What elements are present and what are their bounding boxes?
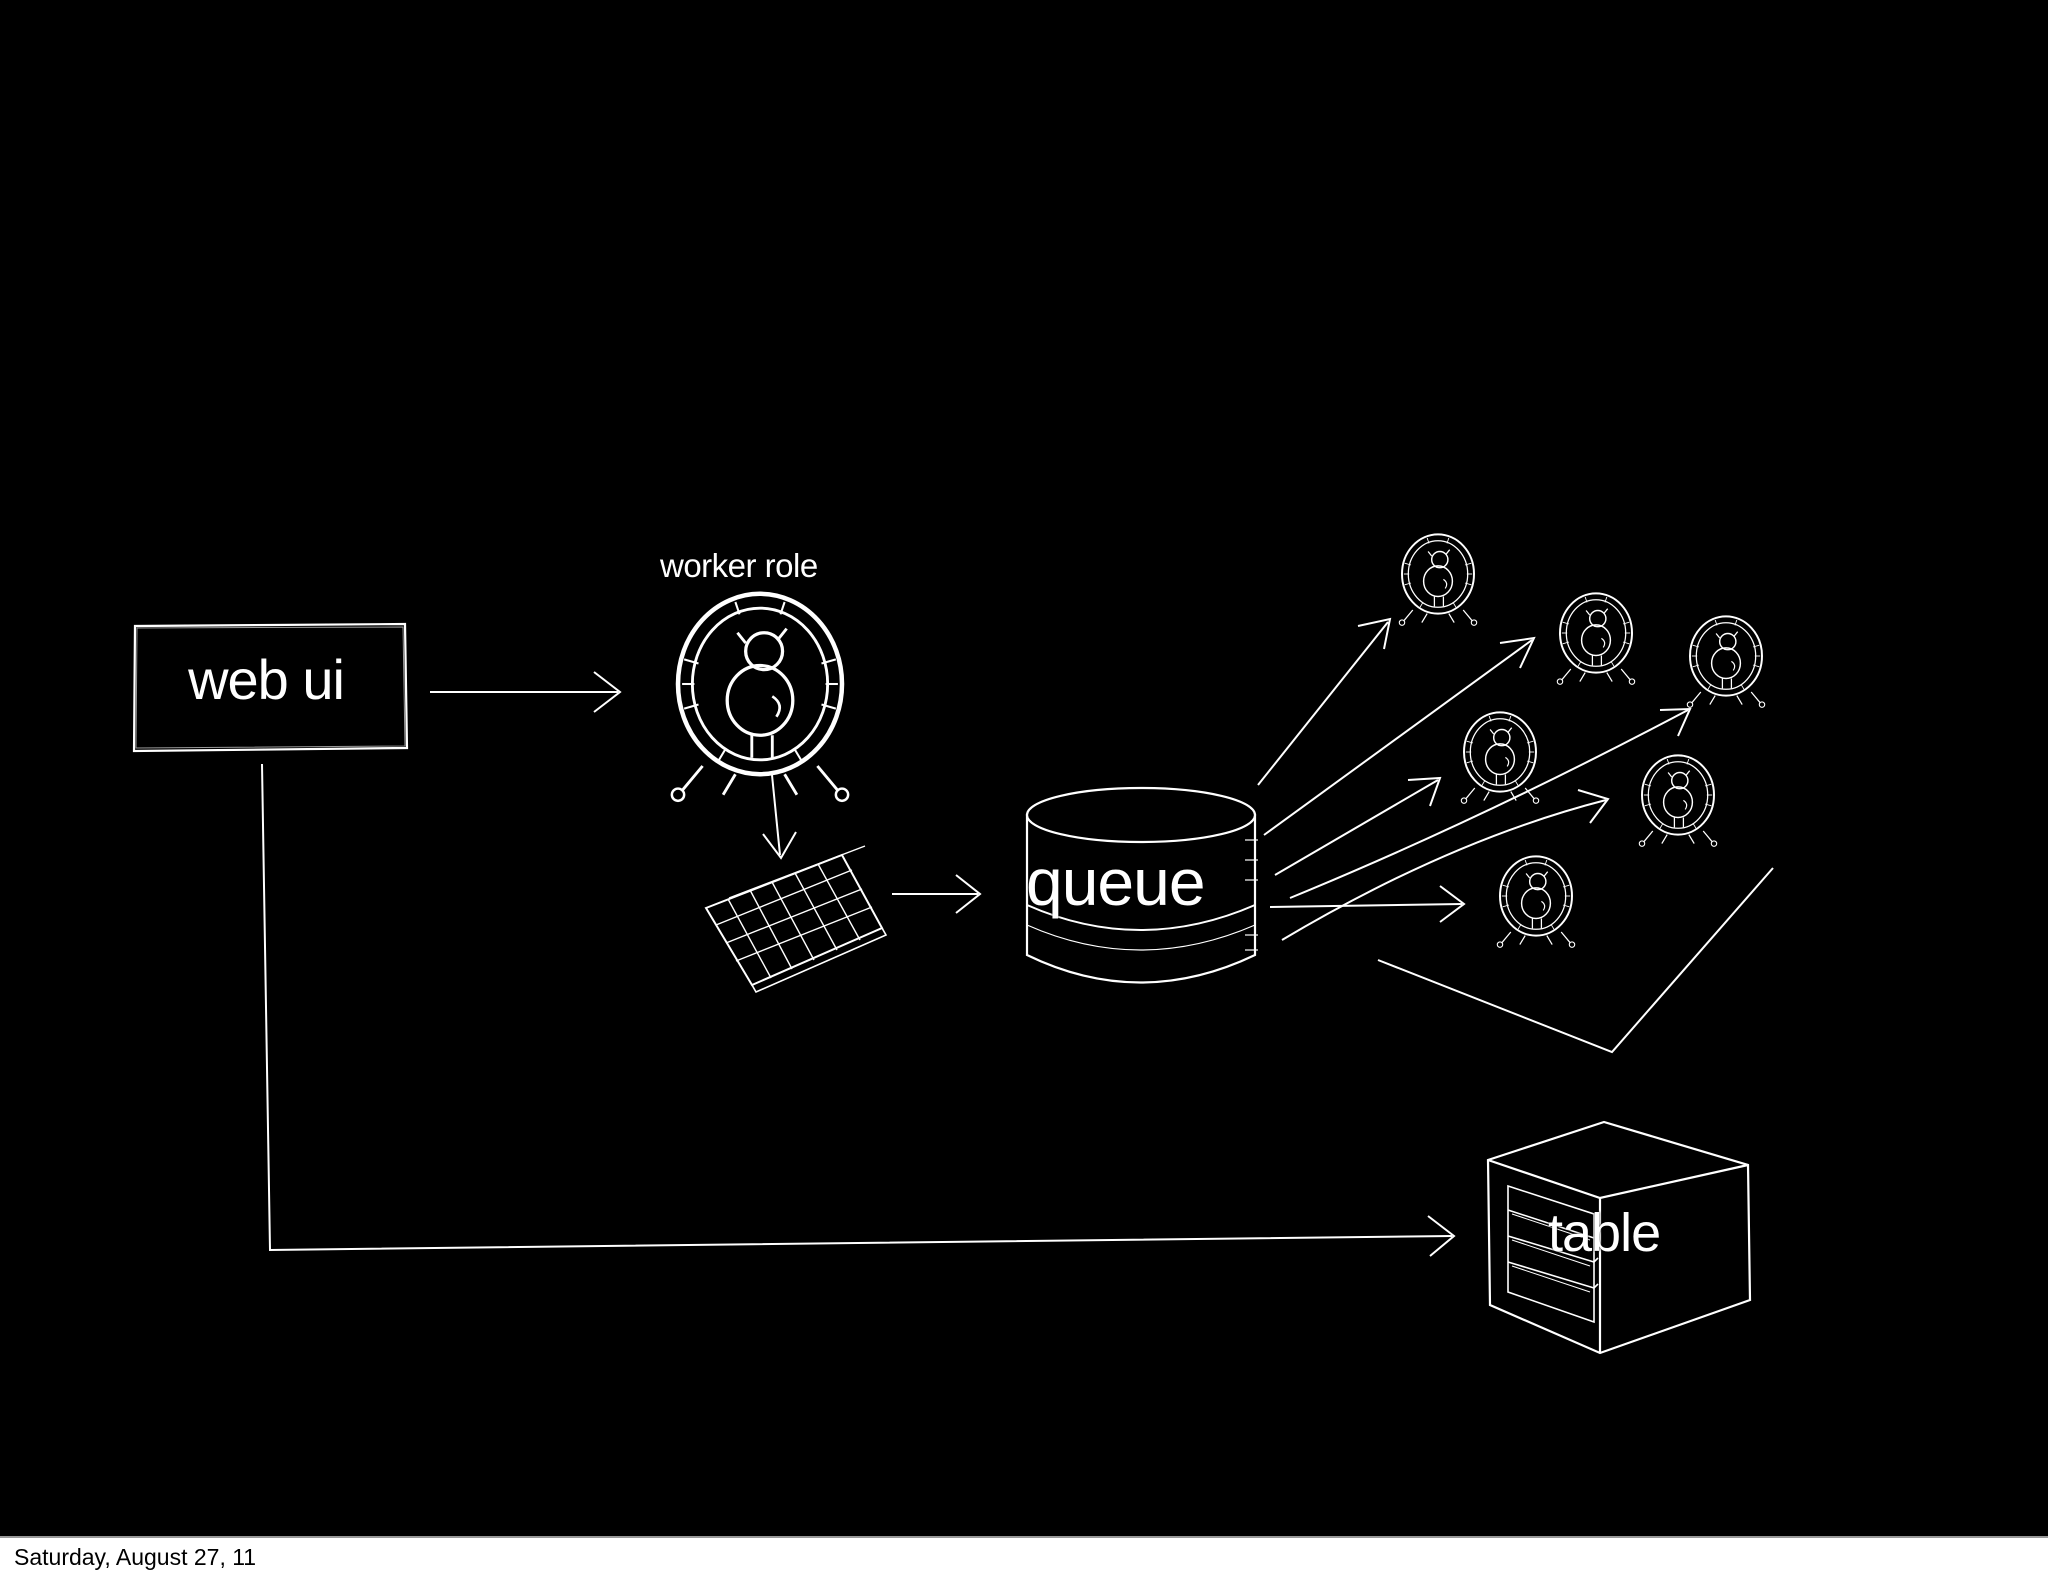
diagram-svg	[132, 533, 1774, 1355]
queue-label: queue	[1026, 845, 1206, 919]
worker-hamster-2-icon	[1556, 592, 1636, 686]
solar-panel-icon	[704, 845, 888, 994]
worker-hamster-3-icon	[1686, 615, 1766, 709]
worker-role-label: worker role	[660, 547, 818, 584]
worker-hamster-6-icon	[1496, 855, 1576, 949]
arrow-web-ui-to-worker	[430, 671, 622, 713]
worker-hamster-4-icon	[1460, 711, 1540, 805]
table-cabinet-icon	[1486, 1120, 1752, 1355]
worker-hamster-5-icon	[1638, 754, 1718, 848]
workers-platform	[1377, 867, 1774, 1054]
arrow-queue-to-worker-2	[1263, 636, 1536, 836]
arrow-web-ui-to-table	[261, 763, 1456, 1257]
footer-date: Saturday, August 27, 11	[14, 1544, 257, 1570]
arrow-queue-to-worker-5	[1281, 789, 1610, 941]
fanout-arrows	[1257, 617, 1692, 941]
arrow-queue-to-worker-3	[1289, 707, 1692, 899]
table-label: table	[1548, 1203, 1661, 1263]
web-ui-label: web ui	[188, 648, 345, 711]
worker-hamster-1-icon	[1398, 533, 1478, 627]
slide-canvas: web ui worker role queue table	[0, 0, 2048, 1536]
web-ui-box	[132, 622, 409, 753]
queue-cylinder-icon	[1025, 786, 1258, 984]
arrow-panel-to-queue	[892, 874, 982, 914]
arrow-queue-to-worker-4	[1274, 776, 1442, 876]
arrow-queue-to-worker-6	[1269, 885, 1466, 923]
arrow-worker-to-panel	[762, 774, 797, 860]
worker-role-icon	[672, 594, 848, 801]
slide-footer: Saturday, August 27, 11	[0, 1536, 2048, 1576]
arrow-queue-to-worker-1	[1257, 617, 1392, 786]
